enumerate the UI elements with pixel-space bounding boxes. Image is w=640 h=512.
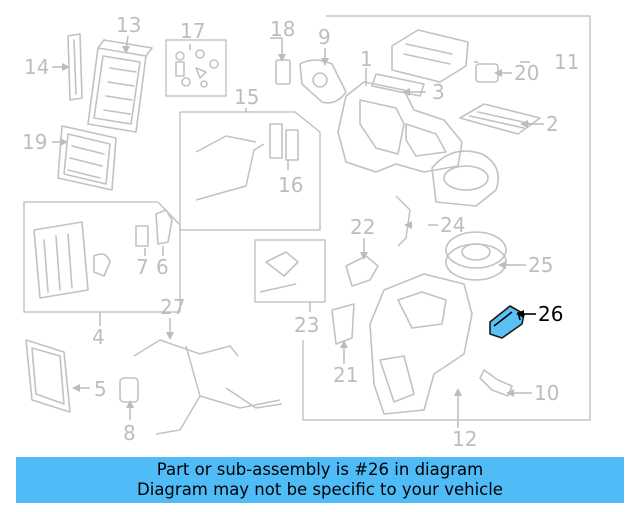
- part-pipe-15: [195, 135, 265, 201]
- part-evaporator-core: [87, 39, 153, 133]
- callout-5: 5: [94, 377, 107, 401]
- part-blower-housing: [431, 150, 499, 207]
- part-hose-16: [269, 123, 299, 161]
- part-seal-14: [67, 33, 83, 101]
- callout-17: 17: [180, 19, 205, 43]
- part-bracket-22: [345, 255, 379, 287]
- callout-20: 20: [514, 61, 539, 85]
- callout-19: 19: [22, 130, 47, 154]
- callout-2: 2: [546, 112, 559, 136]
- part-filter-seal-5: [25, 339, 71, 413]
- leader-lines: [52, 35, 544, 428]
- callout-22: 22: [350, 215, 375, 239]
- parts-diagram: 1 2 3 4 5 6 7 8 9 10 11 12 13 14 15 16 1…: [22, 13, 591, 451]
- callout-6: 6: [156, 255, 169, 279]
- part-door-3: [371, 73, 425, 97]
- callout-3: 3: [432, 80, 445, 104]
- callout-14: 14: [24, 55, 49, 79]
- callout-23: 23: [294, 313, 319, 337]
- callout-25: 25: [528, 253, 553, 277]
- callout-labels: 1 2 3 4 5 6 7 8 9 10 11 12 13 14 15 16 1…: [22, 13, 579, 451]
- part-lower-housing: [369, 273, 473, 415]
- group-box-main-assembly: [302, 15, 591, 421]
- group-box-23: [254, 239, 326, 303]
- part-cabin-filter: [459, 103, 541, 135]
- callout-11: 11: [554, 50, 579, 74]
- part-tube-24: [395, 195, 411, 247]
- part-sensor-18: [275, 59, 291, 85]
- group-box-17: [165, 39, 227, 97]
- callout-4: 4: [92, 325, 105, 349]
- callout-15: 15: [234, 85, 259, 109]
- callout-24: 24: [440, 213, 465, 237]
- part-26-highlighted: [489, 305, 525, 339]
- part-case-11: [391, 29, 469, 83]
- part-heater-core: [57, 125, 117, 191]
- part-sensor-6: [155, 209, 173, 245]
- part-sensor-10: [479, 369, 513, 397]
- callout-26: 26: [538, 302, 563, 326]
- callout-13: 13: [116, 13, 141, 37]
- banner-line-1: Part or sub-assembly is #26 in diagram: [156, 460, 484, 479]
- part-heater-case-4: [33, 221, 111, 299]
- group-box-15: [179, 111, 321, 231]
- group-box-4: [23, 201, 181, 313]
- callout-18: 18: [270, 17, 295, 41]
- callout-9: 9: [318, 25, 331, 49]
- callout-16: 16: [278, 173, 303, 197]
- banner-line-2: Diagram may not be specific to your vehi…: [137, 480, 503, 499]
- part-actuator-9: [299, 59, 347, 104]
- part-grommet-8: [119, 377, 139, 403]
- part-sensor-7: [135, 225, 149, 247]
- part-wiring-harness: [133, 339, 283, 435]
- callout-8: 8: [123, 421, 136, 445]
- callout-21: 21: [333, 363, 358, 387]
- callout-1: 1: [360, 47, 373, 71]
- part-bracket-21: [331, 303, 355, 345]
- part-linkage-23: [259, 251, 299, 293]
- callout-10: 10: [534, 381, 559, 405]
- part-fastener-kit: [175, 49, 219, 88]
- callout-27: 27: [160, 295, 185, 319]
- info-banner: Part or sub-assembly is #26 in diagram D…: [16, 457, 624, 503]
- callout-12: 12: [452, 427, 477, 451]
- part-blower-motor: [445, 231, 507, 281]
- callout-7: 7: [136, 255, 149, 279]
